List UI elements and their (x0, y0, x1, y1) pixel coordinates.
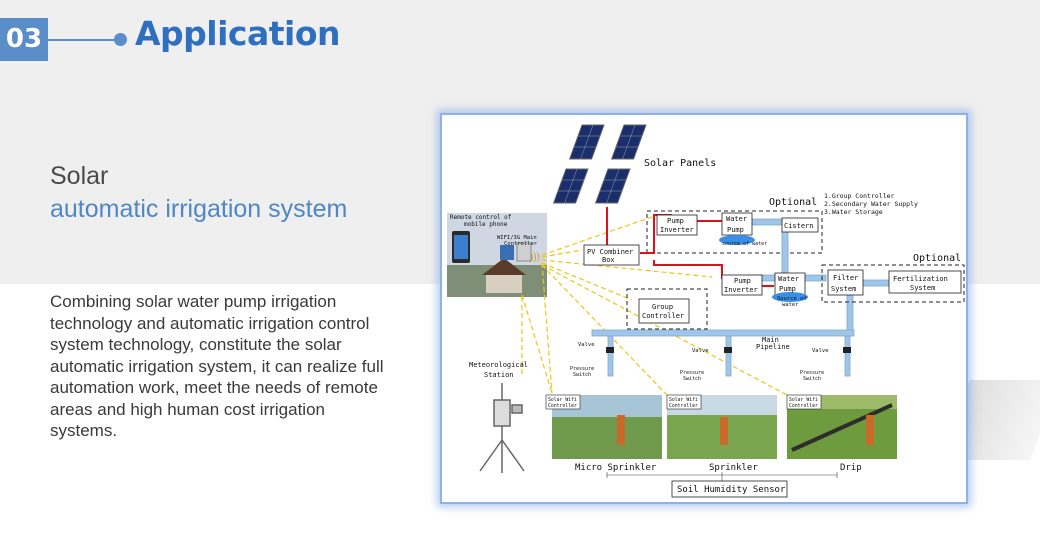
group-controller-line1: Group (652, 303, 673, 311)
source-water-2-line1: Source of (777, 296, 807, 302)
optional-box-top (646, 210, 823, 254)
meteorological-line1: Meteorological (469, 361, 528, 369)
irrigation-diagram: Solar Panels Optional 1.Group Controller… (440, 113, 968, 504)
filter-system-line2: System (831, 285, 856, 293)
group-controller-dashed (626, 288, 708, 330)
soil-sensor-label: Soil Humidity Sensor (677, 485, 786, 495)
meteorological-line2: Station (484, 371, 514, 379)
optional-top-label: Optional (769, 197, 817, 208)
pump-inverter-1-line1: Pump (667, 217, 684, 225)
remote-control-line1: Remote control of (450, 214, 512, 221)
section-title: Application (135, 14, 341, 53)
pump-inverter-2-line1: Pump (734, 277, 751, 285)
valve-icons (606, 347, 851, 353)
micro-sprinkler-label: Micro Sprinkler (575, 463, 657, 473)
water-pump-1-line1: Water (726, 215, 747, 223)
water-pump-2-line1: Water (778, 275, 799, 283)
pump-inverter-1-box (656, 214, 698, 236)
pressure-switch-3-line1: Pressure (800, 370, 824, 376)
solar-wifi-2-line2: Controller (669, 403, 698, 409)
pv-combiner-box (583, 244, 640, 266)
fertilization-box (888, 270, 962, 294)
solar-wifi-1-line1: Solar Wifi (548, 397, 577, 403)
pressure-switch-1-line1: Pressure (570, 366, 594, 372)
badge-connector (48, 39, 116, 41)
source-water-1-label: source of water (722, 241, 767, 247)
optional-box-right (821, 264, 965, 303)
optional-item-3: 3.Water Storage (824, 208, 883, 216)
wifi-signal-icon: ))) (530, 252, 540, 263)
pressure-switch-3-line2: Switch (803, 376, 821, 382)
valve-label-2: Valve (692, 348, 709, 354)
pressure-switch-1-line2: Switch (573, 372, 591, 378)
solar-panels-image (552, 124, 647, 204)
wifi-controller-line1: WIFI/3G Main (497, 235, 537, 241)
pump-inverter-1-line2: Inverter (660, 226, 694, 234)
cistern-label: Cistern (784, 222, 814, 230)
pressure-switch-2-line2: Switch (683, 376, 701, 382)
source-water-ellipse-1 (719, 235, 755, 245)
optional-item-1: 1.Group Controller (824, 192, 895, 200)
cistern-box (781, 217, 819, 233)
fertilization-line1: Fertilization (893, 275, 948, 283)
water-pump-2-line2: Pump (779, 285, 796, 293)
fertilization-line2: System (910, 284, 935, 292)
pv-combiner-line1: PV Combiner (587, 248, 633, 256)
main-pipeline-line1: Main (762, 336, 779, 344)
pump-inverter-2-line2: Inverter (724, 286, 758, 294)
source-water-2-line2: water (782, 302, 799, 308)
badge-dot (114, 33, 127, 46)
solar-wifi-1-line2: Controller (548, 403, 577, 409)
sprinkler-label: Sprinkler (709, 463, 758, 473)
section-number: 03 (0, 18, 48, 61)
solar-panels-label: Solar Panels (644, 158, 716, 169)
solar-wifi-3-line2: Controller (789, 403, 818, 409)
group-controller-line2: Controller (642, 312, 684, 320)
source-water-ellipse-2 (772, 292, 808, 302)
solar-wifi-controller-2 (666, 394, 702, 410)
solar-wifi-controller-3 (786, 394, 822, 410)
optional-right-label: Optional (913, 253, 961, 264)
heading-line2: automatic irrigation system (50, 195, 348, 223)
soil-sensor-box (671, 480, 788, 498)
drip-label: Drip (840, 463, 862, 473)
pv-combiner-line2: Box (602, 256, 615, 264)
remote-control-line2: mobile phone (464, 221, 508, 228)
wifi-controller-line2: Controller (504, 241, 538, 247)
meteorological-station-icon (479, 383, 525, 473)
filter-system-box (827, 269, 864, 296)
description: Combining solar water pump irrigation te… (50, 292, 384, 440)
solar-wifi-3-line1: Solar Wifi (789, 397, 818, 403)
valve-label-3: Valve (812, 348, 829, 354)
solar-wifi-2-line1: Solar Wifi (669, 397, 698, 403)
solar-wifi-controller-1 (545, 394, 581, 410)
pump-inverter-2-box (721, 274, 763, 296)
group-controller-box (638, 298, 690, 324)
water-pump-1-line2: Pump (727, 226, 744, 234)
valve-label-1: Valve (578, 342, 595, 348)
main-pipeline-line2: Pipeline (756, 343, 790, 351)
filter-system-line1: Filter (833, 274, 858, 282)
optional-item-2: 2.Secondary Water Supply (824, 200, 918, 208)
pressure-switch-2-line1: Pressure (680, 370, 704, 376)
remote-control-photo (447, 213, 547, 297)
heading-line1: Solar (50, 162, 109, 190)
